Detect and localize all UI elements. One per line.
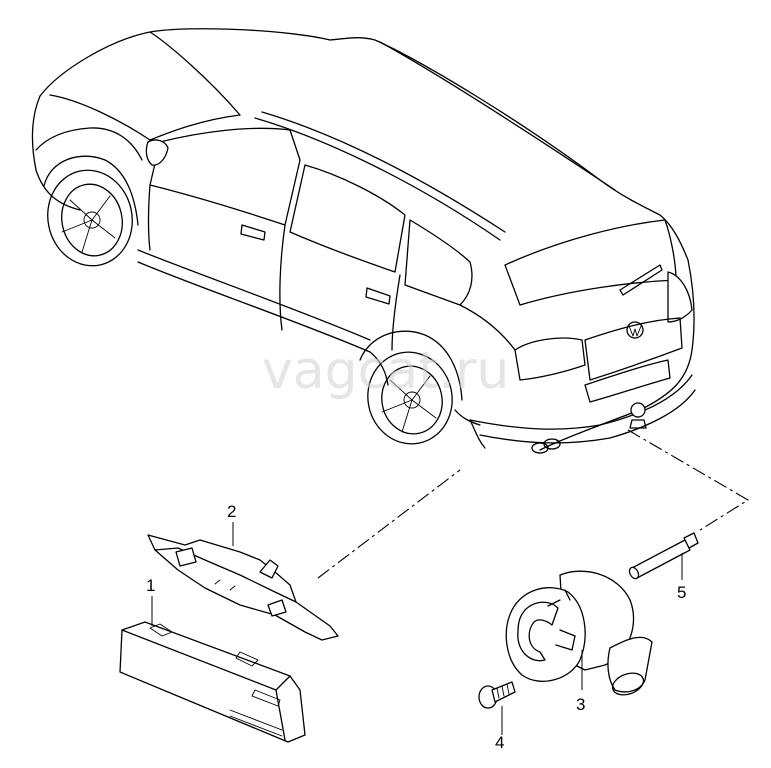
callout-number-3: 3 [576, 695, 585, 714]
callout-number-2: 2 [227, 502, 236, 521]
callout-1: 1 [146, 576, 155, 626]
part-3-trailer-socket [505, 570, 653, 696]
callout-number-4: 4 [495, 733, 504, 752]
callout-number-5: 5 [677, 583, 686, 602]
car-illustration [31, 28, 696, 454]
callout-4: 4 [495, 706, 504, 752]
callout-2: 2 [227, 502, 236, 546]
part-4-screw [478, 681, 516, 709]
part-1-control-unit [119, 621, 306, 743]
part-5-pin [628, 532, 699, 580]
callout-number-1: 1 [146, 576, 155, 595]
watermark-text: vagcat.ru [262, 341, 509, 401]
callout-5: 5 [677, 553, 686, 602]
callout-3: 3 [576, 650, 585, 714]
part-2-mounting-bracket [147, 534, 339, 641]
reference-lines [317, 429, 750, 579]
